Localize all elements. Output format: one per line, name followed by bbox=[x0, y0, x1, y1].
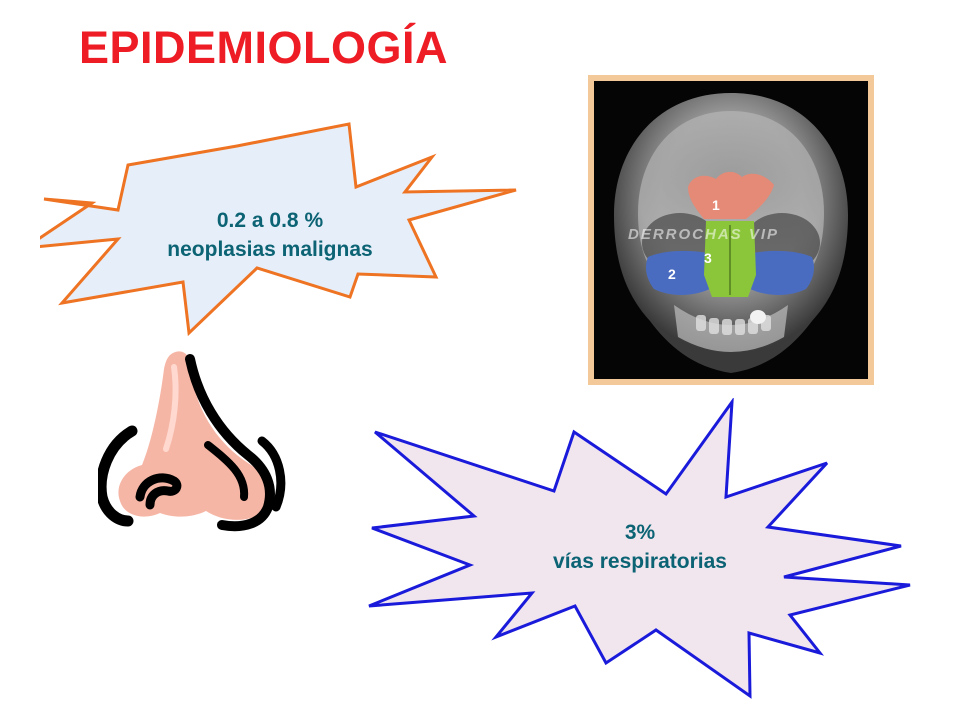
sinus-maxillary-right bbox=[750, 250, 814, 295]
xray-watermark: DERROCHAS VIP bbox=[628, 226, 779, 243]
burst-callout-bottom bbox=[368, 398, 911, 699]
nose-outline-right bbox=[185, 354, 275, 532]
nose-illustration bbox=[98, 351, 286, 532]
callout-bottom-text: 3% vías respiratorias bbox=[470, 518, 810, 576]
callout-bottom-value: 3% bbox=[624, 521, 656, 544]
nose-outline-left bbox=[98, 425, 138, 527]
callout-top-value: 0.2 a 0.8 % bbox=[216, 209, 324, 232]
tooth-highlight bbox=[750, 310, 766, 324]
callout-bottom-label: vías respiratorias bbox=[553, 550, 727, 573]
teeth bbox=[696, 315, 771, 335]
page-title: EPIDEMIOLOGÍA bbox=[79, 22, 449, 73]
burst-callout-top bbox=[40, 122, 517, 337]
sinus-frontal bbox=[688, 171, 774, 219]
burst-shape-top bbox=[40, 122, 517, 337]
region-label-2: 2 bbox=[668, 266, 676, 282]
nose-wing-right bbox=[257, 436, 286, 512]
nostril bbox=[135, 473, 182, 510]
skull-xray-image: 1 2 3 DERROCHAS VIP bbox=[588, 75, 874, 385]
callout-top-label: neoplasias malignas bbox=[167, 238, 373, 261]
nose-inner-curl bbox=[204, 441, 249, 501]
region-label-1: 1 bbox=[712, 197, 720, 213]
region-label-3: 3 bbox=[704, 250, 712, 266]
callout-top-text: 0.2 a 0.8 % neoplasias malignas bbox=[100, 206, 440, 264]
nose-highlight bbox=[163, 364, 179, 452]
sinus-maxillary-left bbox=[646, 250, 710, 295]
burst-shape-bottom bbox=[368, 398, 911, 699]
